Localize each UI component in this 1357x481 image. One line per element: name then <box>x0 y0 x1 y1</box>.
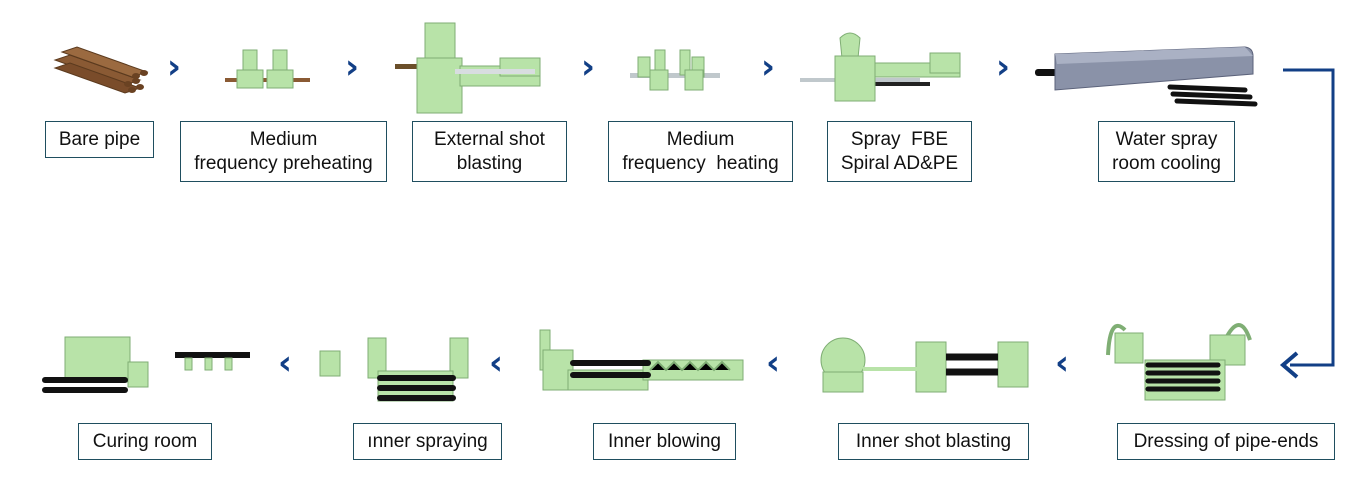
step-label-external-shot-blasting: External shot blasting <box>412 121 567 182</box>
preheating-machine-image <box>225 45 310 95</box>
inner-spraying-machine-image <box>318 336 473 408</box>
step-label-water-spray: Water spray room cooling <box>1098 121 1235 182</box>
step-label-curing-room: Curing room <box>78 423 212 460</box>
heating-machine-image <box>630 45 720 95</box>
step-label-spray-fbe: Spray FBE Spiral AD&PE <box>827 121 972 182</box>
arrow-left-icon: ‹ <box>1055 343 1070 383</box>
return-connector-line <box>1279 68 1335 379</box>
step-label-inner-spraying: ınner spraying <box>353 423 502 460</box>
step-label-dressing-pipe-ends: Dressing of pipe-ends <box>1117 423 1335 460</box>
step-label-mf-heating: Medium frequency heating <box>608 121 793 182</box>
arrow-right-icon: › <box>167 47 182 87</box>
arrow-right-icon: › <box>345 47 360 87</box>
spray-fbe-machine-image <box>800 28 970 108</box>
external-shot-blasting-machine-image <box>395 18 545 118</box>
inner-blowing-machine-image <box>538 325 748 395</box>
arrow-right-icon: › <box>581 47 596 87</box>
step-label-bare-pipe: Bare pipe <box>45 121 154 158</box>
arrow-right-icon: › <box>761 47 776 87</box>
step-label-inner-blowing: Inner blowing <box>593 423 736 460</box>
arrow-left-icon: ‹ <box>489 343 504 383</box>
inner-shot-blasting-machine-image <box>808 332 1038 402</box>
bare-pipe-bundle-image <box>50 40 150 95</box>
arrow-right-icon: › <box>996 47 1011 87</box>
step-label-mf-preheating: Medium frequency preheating <box>180 121 387 182</box>
dressing-pipe-ends-machine-image <box>1100 315 1255 405</box>
curing-room-image <box>40 332 255 402</box>
water-spray-room-image <box>1035 42 1260 114</box>
step-label-inner-shot-blasting: Inner shot blasting <box>838 423 1029 460</box>
arrow-left-icon: ‹ <box>766 343 781 383</box>
arrow-left-icon: ‹ <box>278 343 293 383</box>
